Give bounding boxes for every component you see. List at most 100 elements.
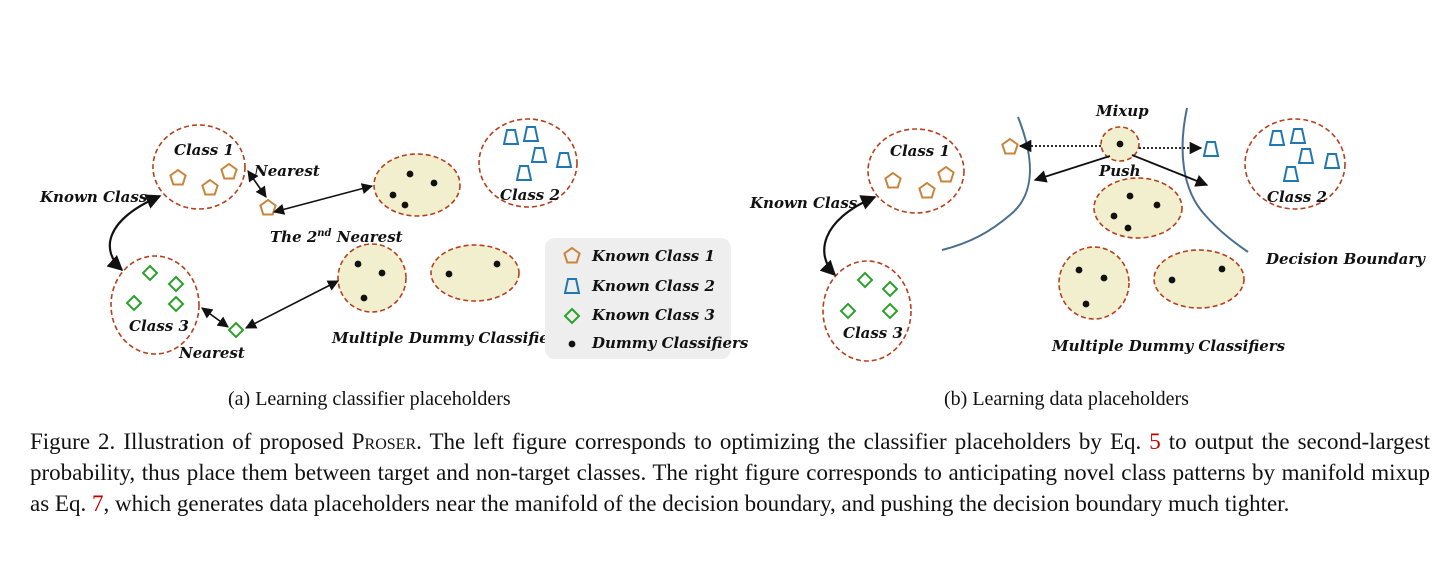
class3-diamond-icon [168, 276, 184, 292]
dummy-dot [1124, 224, 1132, 232]
dummy-classifier-ellipse [1153, 249, 1245, 309]
class2-trapezoid-icon [1298, 148, 1314, 164]
class1-label: Class 1 [890, 142, 950, 160]
class2-trapezoid-icon [556, 152, 572, 168]
dummy-dot [430, 179, 438, 187]
caption-text: , which generates data placeholders near… [103, 491, 1290, 516]
dummy-dot [378, 269, 386, 277]
legend-item: Known Class 1 [591, 247, 715, 265]
known-class-label: Known Class [39, 188, 148, 206]
dummy-dot [406, 170, 414, 178]
second-nearest-label: The 2nd Nearest [270, 228, 403, 246]
decision-boundary-left [941, 116, 1031, 251]
known-class-label: Known Class [749, 194, 858, 212]
class2-circle [478, 118, 578, 208]
class2-trapezoid-icon [503, 129, 519, 145]
dummy-dot [1218, 265, 1226, 273]
dummy-classifier-ellipse [337, 243, 407, 313]
dummy-dot [401, 201, 409, 209]
multiple-dummy-label: Multiple Dummy Classifiers [331, 329, 566, 347]
nearest-arrow-top [247, 170, 267, 198]
class1-label: Class 1 [174, 141, 234, 159]
dummy-arrow [245, 280, 339, 329]
class2-trapezoid-icon [516, 165, 532, 181]
decision-boundary-right [1181, 107, 1249, 253]
dummy-dot [493, 260, 501, 268]
left-subcaption: (a) Learning classifier placeholders [228, 388, 511, 410]
class3-diamond-icon [142, 265, 158, 281]
mixup-trapezoid-icon [1203, 141, 1219, 157]
class1-circle [152, 124, 246, 210]
class2-circle [1244, 118, 1346, 210]
push-arrow-right [1131, 154, 1209, 187]
known-class-arrow [819, 195, 877, 277]
mixup-dot [1116, 140, 1124, 148]
right-subcaption: (b) Learning data placeholders [944, 388, 1189, 410]
class1-pentagon-icon [201, 179, 219, 196]
legend-dot-icon [568, 340, 576, 348]
legend-item: Known Class 3 [591, 306, 715, 324]
known-class-arrow [106, 194, 162, 272]
class1-pentagon-icon [220, 163, 238, 180]
class2-trapezoid-icon [1269, 130, 1285, 146]
mixup-label: Mixup [1095, 102, 1149, 120]
dummy-dot [354, 260, 362, 268]
nearest-bottom-label: Nearest [178, 344, 245, 362]
dummy-dot [1075, 266, 1083, 274]
dummy-dot [1100, 274, 1108, 282]
class3-diamond-icon [168, 296, 184, 312]
class3-label: Class 3 [843, 324, 903, 342]
class2-label: Class 2 [1267, 188, 1327, 206]
nearest-arrow-bottom [201, 307, 229, 328]
legend-item: Known Class 2 [591, 277, 715, 295]
multiple-dummy-label: Multiple Dummy Classifiers [1051, 337, 1286, 355]
class1-circle [867, 128, 965, 214]
class1-pentagon-icon [937, 166, 955, 183]
class1-pentagon-icon [884, 172, 902, 189]
dummy-dot [1126, 192, 1134, 200]
class2-trapezoid-icon [1290, 128, 1306, 144]
class3-diamond-icon [882, 281, 898, 297]
class1-pentagon-icon [918, 182, 936, 199]
push-label: Push [1098, 162, 1141, 180]
figure-caption: Figure 2. Illustration of proposed Prose… [30, 426, 1430, 519]
right-panel: Class 1 Class 3 Known Class Decision Bou… [749, 102, 1426, 410]
decision-boundary-label: Decision Boundary [1265, 250, 1426, 268]
dummy-classifier-ellipse [1093, 177, 1183, 239]
caption-text: to output the second-largest probability… [30, 429, 1430, 516]
class3-diamond-icon [126, 295, 142, 311]
dummy-dot [360, 294, 368, 302]
dummy-classifier-ellipse [1058, 246, 1130, 320]
dummy-dot [445, 270, 453, 278]
placeholder-diamond-icon [228, 322, 244, 338]
class3-label: Class 3 [129, 317, 189, 335]
class3-diamond-icon [882, 303, 898, 319]
class3-diamond-icon [840, 303, 856, 319]
caption-text: . The left figure corresponds to optimiz… [416, 429, 1150, 454]
push-arrow-left [1033, 155, 1111, 183]
dummy-classifier-ellipse [373, 153, 461, 217]
dummy-dot [389, 191, 397, 199]
mixup-pentagon-icon [1001, 138, 1019, 155]
equation-reference-link[interactable]: 5 [1149, 429, 1161, 454]
class2-trapezoid-icon [1324, 153, 1340, 169]
class2-trapezoid-icon [1283, 166, 1299, 182]
legend-item: Dummy Classifiers [591, 334, 749, 352]
nearest-top-label: Nearest [253, 162, 320, 180]
caption-text: Figure 2. Illustration of proposed [30, 429, 352, 454]
class2-label: Class 2 [500, 186, 560, 204]
equation-reference-link[interactable]: 7 [91, 491, 104, 516]
placeholder-pentagon-icon [259, 199, 277, 216]
caption-method-name: Proser [351, 429, 417, 454]
class3-diamond-icon [857, 272, 873, 288]
dummy-dot [1082, 300, 1090, 308]
dummy-classifier-ellipse [430, 244, 520, 302]
legend: Known Class 1 Known Class 2 Known Class … [545, 238, 749, 359]
class2-trapezoid-icon [531, 147, 547, 163]
dummy-dot [1153, 201, 1161, 209]
dummy-dot [1168, 276, 1176, 284]
class1-pentagon-icon [169, 169, 187, 186]
class3-circle [822, 260, 912, 362]
left-panel: Class 1 Class 2 Class 3 Known Class Near… [39, 118, 749, 410]
class2-trapezoid-icon [523, 126, 539, 142]
